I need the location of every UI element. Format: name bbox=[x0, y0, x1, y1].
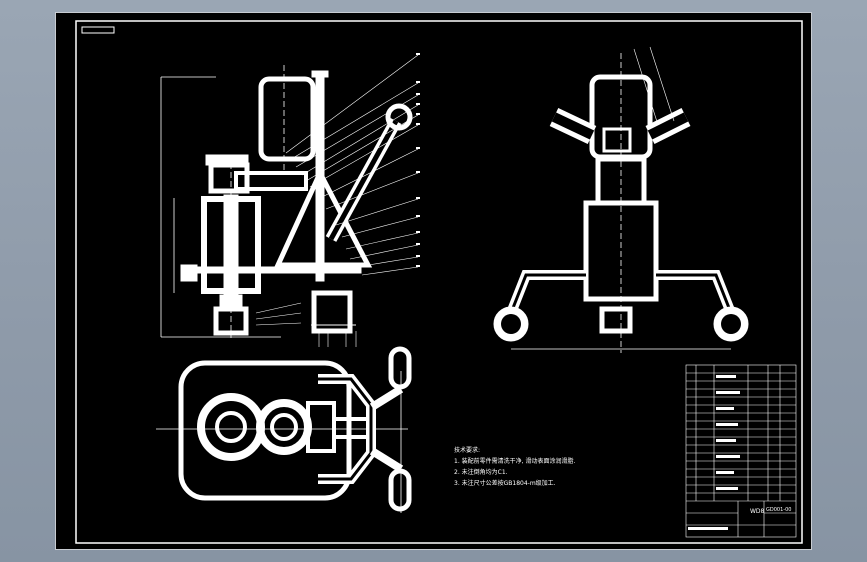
side-column bbox=[583, 200, 659, 302]
tech-note-1: 1. 装配前零件需清洗干净, 滑动表面涂润滑脂. bbox=[454, 458, 576, 465]
tech-note-2: 2. 未注倒角均为C1. bbox=[454, 469, 508, 476]
drawing-sheet: WD8 GD001-00 技术要求: 1. 装配前零件需清洗干净, 滑动表面涂润… bbox=[55, 12, 812, 550]
tech-note-3: 3. 未注尺寸公差按GB1804-m级加工. bbox=[454, 480, 556, 487]
drawing-frame bbox=[75, 20, 803, 544]
title-block-number: GD001-00 bbox=[766, 507, 791, 513]
top-view bbox=[156, 346, 412, 513]
drill-chuck bbox=[213, 306, 249, 336]
cad-drawing: WD8 GD001-00 bbox=[75, 20, 803, 544]
side-handles bbox=[549, 46, 691, 145]
title-block-code: WD8 bbox=[750, 508, 765, 515]
top-spindle-circle bbox=[197, 393, 265, 461]
motor-body bbox=[258, 76, 316, 162]
title-block bbox=[685, 364, 797, 538]
tech-note-heading: 技术要求: bbox=[454, 447, 481, 454]
drawing-corner-tab bbox=[81, 26, 115, 34]
technical-notes: 技术要求: 1. 装配前零件需清洗干净, 滑动表面涂润滑脂. 2. 未注倒角均为… bbox=[454, 445, 575, 489]
magnet-base bbox=[311, 290, 353, 334]
top-handle-grip-1 bbox=[388, 346, 412, 390]
top-handle-grip-2 bbox=[388, 468, 412, 512]
horizontal-arm bbox=[180, 266, 362, 274]
top-base-plate bbox=[178, 360, 352, 501]
front-view bbox=[160, 53, 420, 347]
side-view bbox=[493, 46, 749, 353]
